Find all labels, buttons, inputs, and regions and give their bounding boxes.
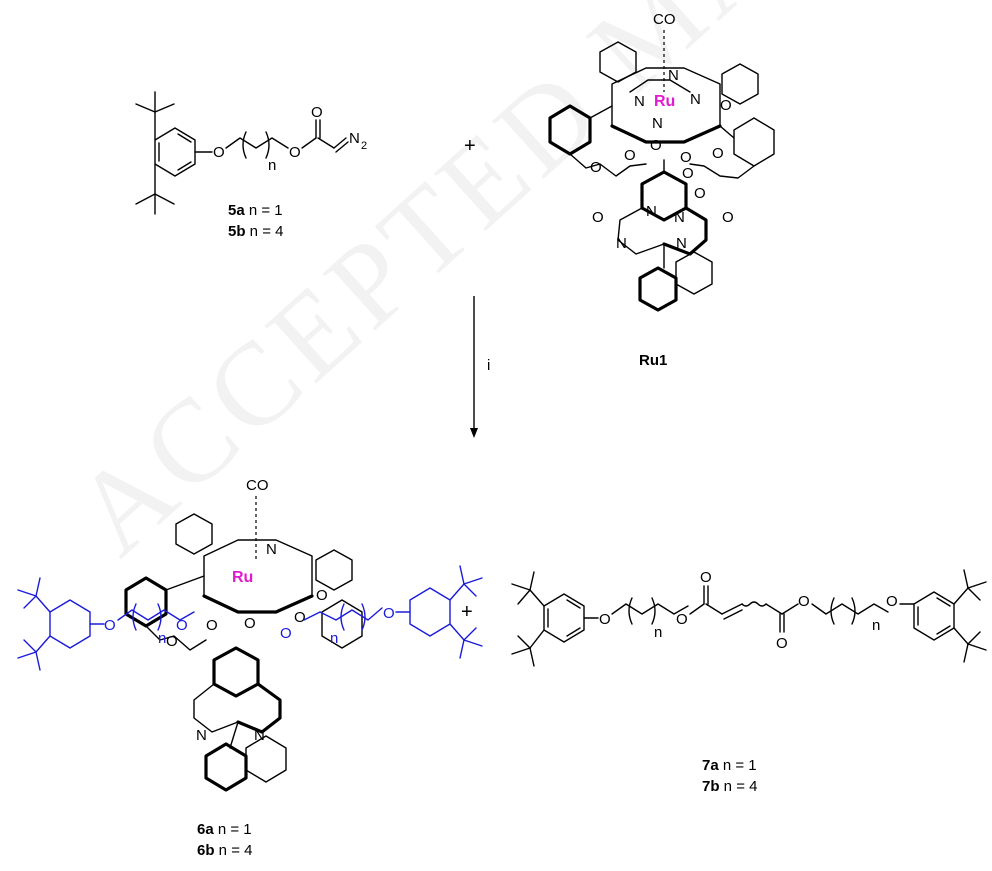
reagent-5-ether-oxygen: O bbox=[213, 144, 225, 161]
product-central-arene bbox=[212, 646, 260, 698]
byproduct-o-ester-left: O bbox=[676, 611, 688, 628]
byproduct-n-right: n bbox=[872, 617, 880, 634]
product-phenyl-topright bbox=[315, 549, 353, 591]
product-phenyl-bottom-left bbox=[204, 742, 248, 792]
product-blue-left-o2: O bbox=[176, 617, 188, 634]
product-blue-left-n: n bbox=[158, 630, 166, 647]
product-o-strap-3: O bbox=[244, 615, 256, 632]
catalyst-o-ester-2: O bbox=[694, 185, 706, 202]
catalyst-glyco-o-right: O bbox=[722, 209, 734, 226]
byproduct-o-ester-right: O bbox=[798, 593, 810, 610]
product-phenyl-bottom-right bbox=[245, 735, 287, 783]
product-blue-left-benzene bbox=[49, 599, 91, 649]
reagent-5-diazo-subscript: 2 bbox=[361, 140, 367, 152]
product-porphyrin-outline bbox=[203, 539, 313, 613]
catalyst-phenyl-bottom-right bbox=[675, 251, 713, 295]
byproduct-right-benzene bbox=[913, 591, 955, 641]
plus-sign-top: + bbox=[464, 135, 476, 157]
catalyst-o-strap-1: O bbox=[590, 159, 602, 176]
catalyst-phenyl-topright bbox=[721, 63, 759, 105]
catalyst-glyco-n-2: N bbox=[616, 235, 627, 252]
product-blue-left-o: O bbox=[104, 617, 116, 634]
catalyst-o-ring: O bbox=[720, 97, 732, 114]
reaction-arrow: i bbox=[470, 296, 490, 438]
catalyst-co: CO bbox=[653, 11, 676, 28]
catalyst-ru1: CO N N N N Ru O O O O O O O O O O bbox=[548, 11, 775, 369]
product-label-6a: 6a n = 1 bbox=[197, 821, 252, 838]
byproduct-o-ether-right: O bbox=[886, 593, 898, 610]
watermark-text: ACCEPTED MANUSCRIPT bbox=[50, 0, 992, 579]
catalyst-glyco-n-3: N bbox=[674, 209, 685, 226]
catalyst-o-strap-4: O bbox=[680, 149, 692, 166]
catalyst-phenyl-right bbox=[733, 117, 775, 167]
reagent-5-repeat-n: n bbox=[268, 157, 276, 174]
catalyst-glyco-n-4: N bbox=[676, 235, 687, 252]
byproduct-o-ether-left: O bbox=[599, 611, 611, 628]
catalyst-phenyl-topleft bbox=[599, 41, 637, 83]
reagent-5-ester-oxygen: O bbox=[289, 144, 301, 161]
product-blue-right-o2: O bbox=[280, 625, 292, 642]
catalyst-o-strap-5: O bbox=[650, 137, 662, 154]
product-blue-right-o: O bbox=[383, 605, 395, 622]
product-blue-right-n: n bbox=[330, 630, 338, 647]
product-glyco-n-1: N bbox=[196, 727, 207, 744]
product-ru-metal: Ru bbox=[232, 569, 253, 586]
catalyst-n-bottom: N bbox=[652, 115, 663, 132]
product-phenyl-right bbox=[321, 599, 363, 649]
watermark: ACCEPTED MANUSCRIPT bbox=[50, 0, 992, 579]
reagent-5-diazo-n: N bbox=[349, 130, 360, 147]
product-blue-right-arm: O n O bbox=[280, 565, 483, 659]
catalyst-label: Ru1 bbox=[639, 352, 667, 369]
catalyst-glyco-o-left: O bbox=[592, 209, 604, 226]
reagent-5-carbonyl-oxygen: O bbox=[311, 104, 323, 121]
byproduct-label-7b: 7b n = 4 bbox=[702, 778, 757, 795]
catalyst-o-ester-1: O bbox=[682, 165, 694, 182]
product-o-ring: O bbox=[316, 587, 328, 604]
catalyst-glyco-n-1: N bbox=[646, 203, 657, 220]
catalyst-n-top: N bbox=[668, 67, 679, 84]
catalyst-o-strap-3: O bbox=[712, 145, 724, 162]
byproduct-label-7a: 7a n = 1 bbox=[702, 757, 757, 774]
product-o-strap-4: O bbox=[294, 609, 306, 626]
reaction-condition: i bbox=[487, 357, 490, 374]
reagent-label-5b: 5b n = 4 bbox=[228, 223, 283, 240]
catalyst-n-left: N bbox=[634, 93, 645, 110]
reagent-label-5a: 5a n = 1 bbox=[228, 202, 283, 219]
product-glyco-n-2: N bbox=[254, 727, 265, 744]
byproduct-left-benzene bbox=[543, 593, 585, 643]
product-phenyl-topleft bbox=[175, 513, 213, 555]
product-n-top: N bbox=[266, 541, 277, 558]
catalyst-phenyl-bottom-left bbox=[638, 266, 678, 312]
byproduct-n-left: n bbox=[654, 624, 662, 641]
reaction-arrow-head bbox=[470, 428, 478, 438]
byproduct-o-carbonyl-left: O bbox=[700, 569, 712, 586]
product-o-strap-1: O bbox=[166, 633, 178, 650]
product-blue-right-benzene bbox=[409, 587, 451, 637]
catalyst-n-right: N bbox=[690, 91, 701, 108]
byproduct-7: O n O O O O n O bbox=[511, 569, 987, 795]
product-label-6b: 6b n = 4 bbox=[197, 842, 252, 859]
catalyst-central-arene bbox=[640, 170, 688, 222]
catalyst-o-strap-2: O bbox=[624, 147, 636, 164]
product-complex-6: CO N Ru O O O O O N N bbox=[17, 477, 483, 859]
byproduct-o-carbonyl-right: O bbox=[776, 635, 788, 652]
product-o-strap-2: O bbox=[206, 617, 218, 634]
reagent-5: O n O O N 2 5a n = 1 5b n = 4 bbox=[135, 91, 367, 240]
catalyst-ru-metal: Ru bbox=[654, 93, 675, 110]
product-co: CO bbox=[246, 477, 269, 494]
plus-sign-bottom: + bbox=[461, 601, 473, 623]
catalyst-phenyl-left bbox=[548, 104, 592, 156]
reagent-5-benzene-ring bbox=[154, 127, 196, 177]
product-blue-left-arm: O n O bbox=[17, 577, 195, 671]
